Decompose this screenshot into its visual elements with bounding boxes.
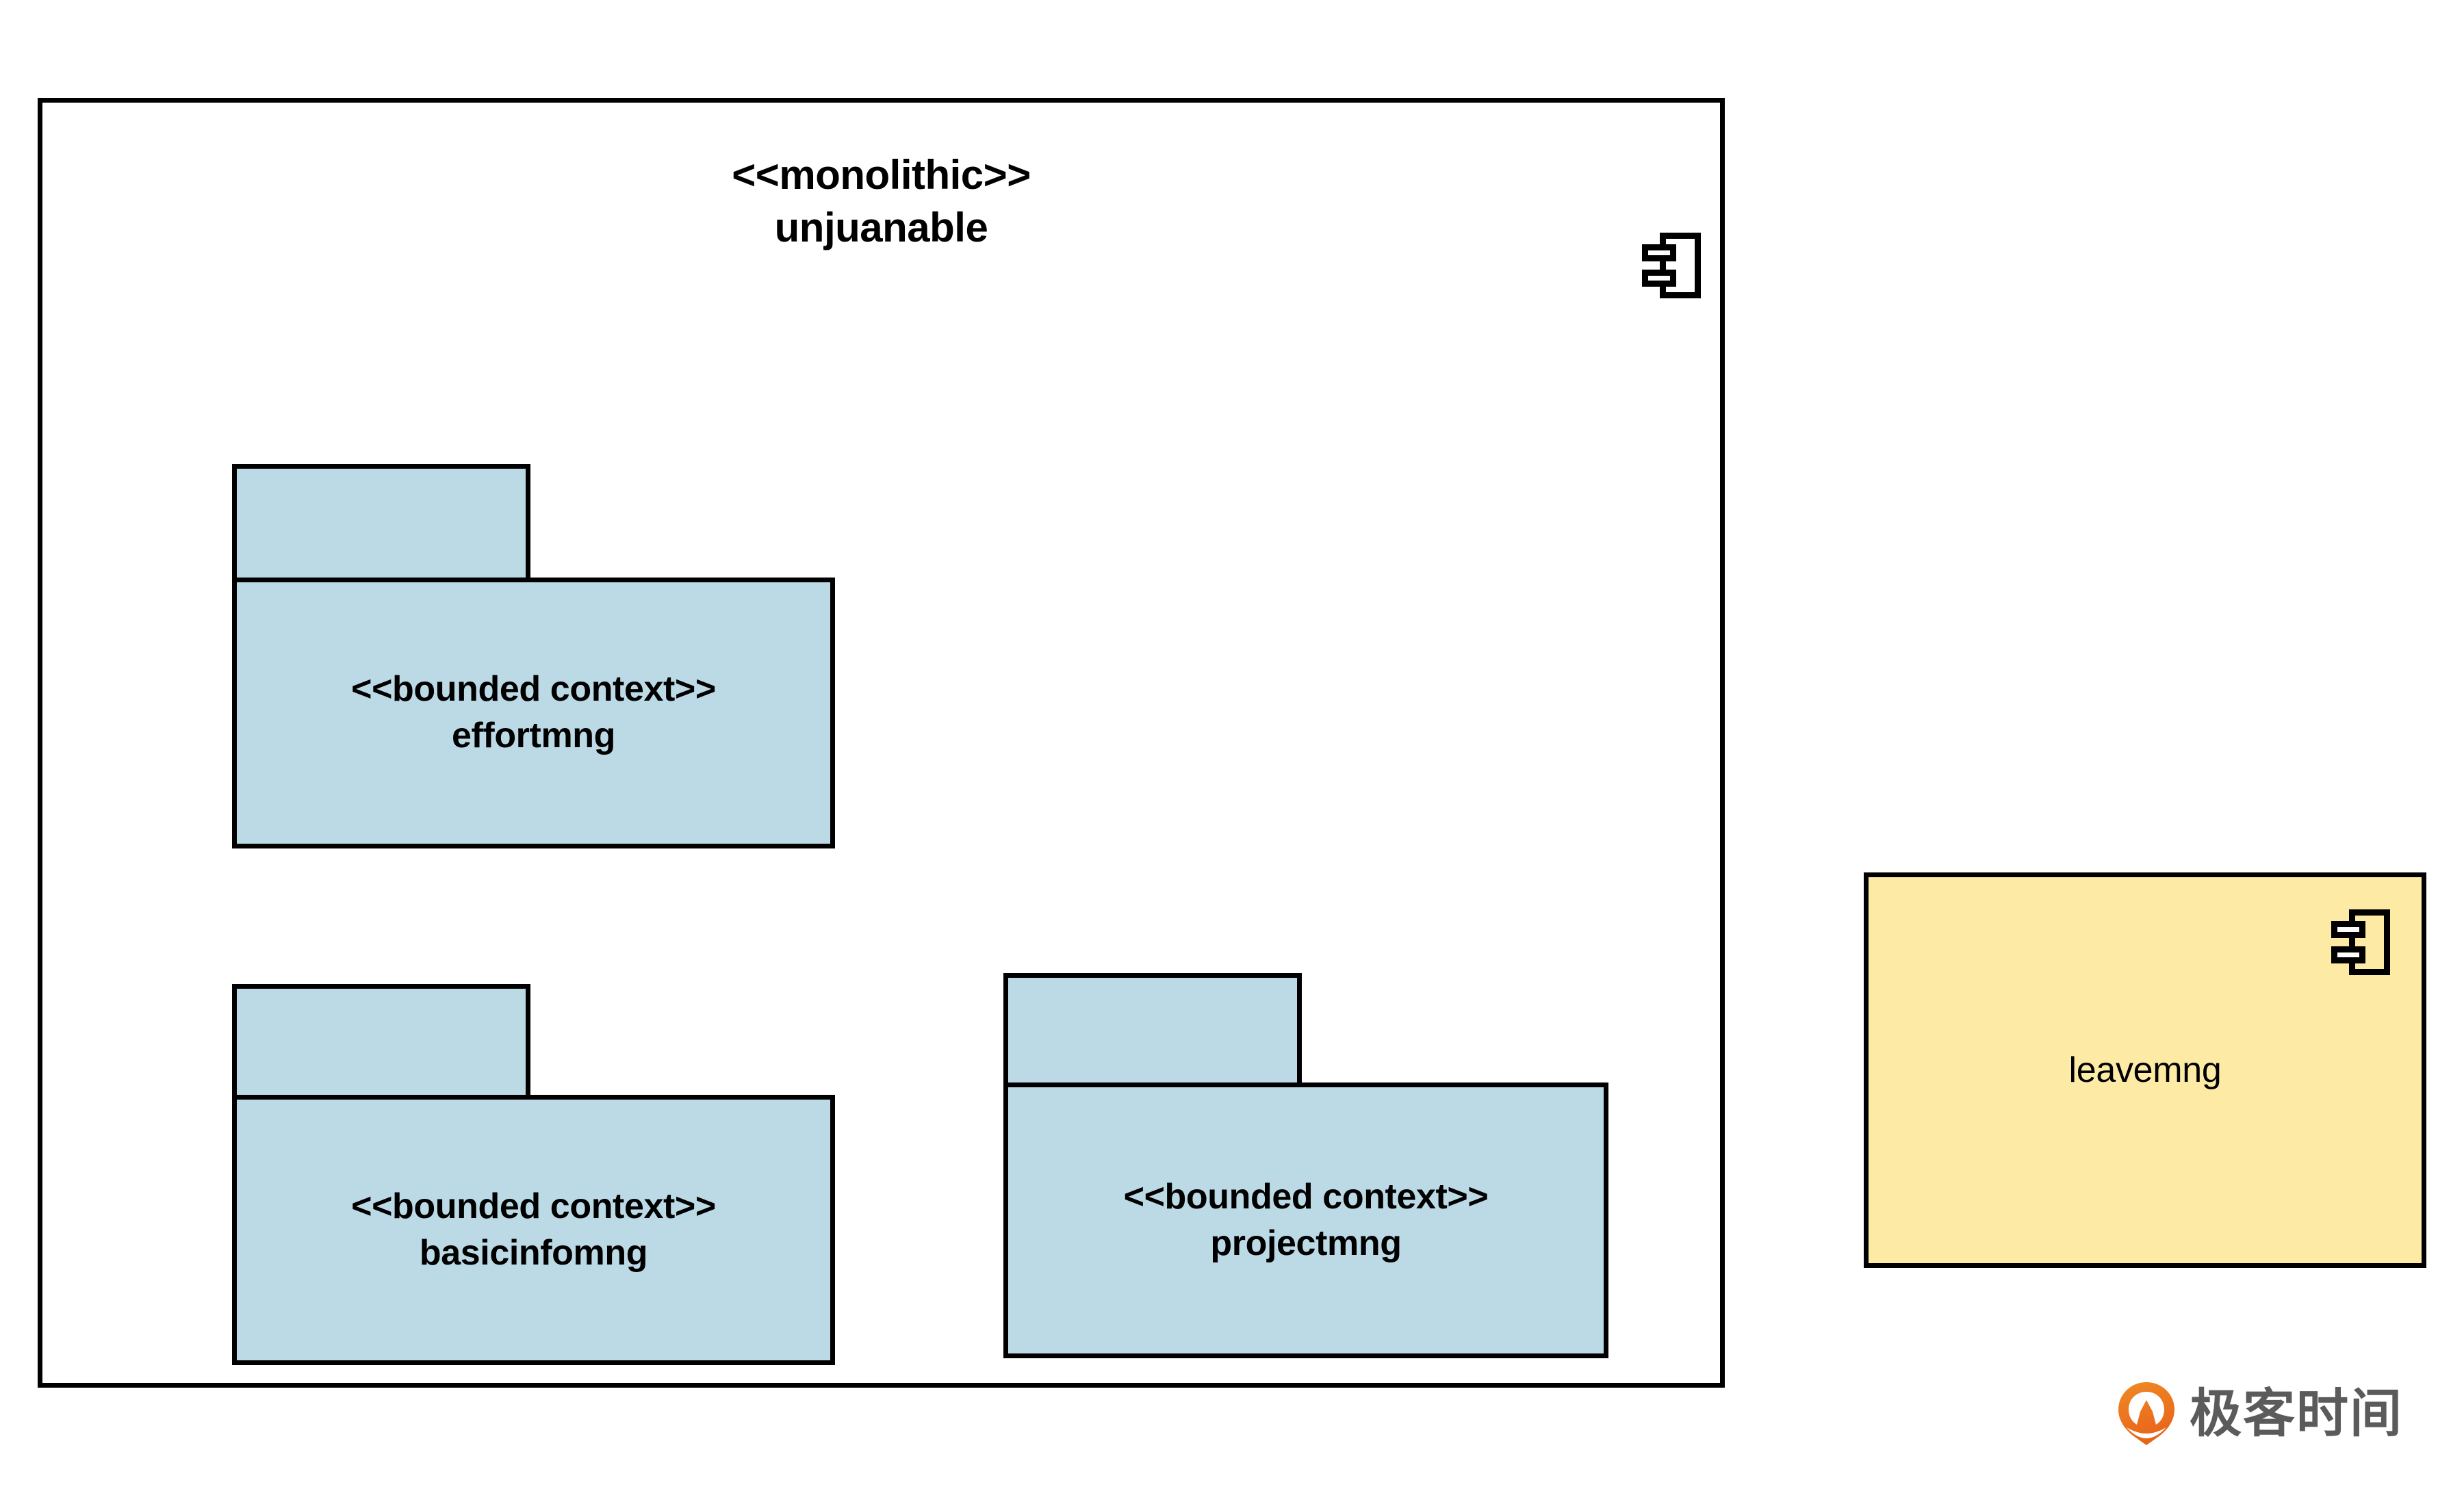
component-icon-body <box>2349 909 2390 975</box>
leavemng-name: leavemng <box>2068 1050 2222 1090</box>
leavemng-component-box[interactable]: leavemng <box>1864 872 2426 1268</box>
package-stereotype: <<bounded context>> <box>351 669 716 710</box>
monolithic-name: unjuanable <box>774 204 988 250</box>
package-label: <<bounded context>> effortmng <box>342 666 726 759</box>
package-body: <<bounded context>> basicinfomng <box>232 1095 835 1365</box>
component-icon <box>1642 233 1701 298</box>
package-name: effortmng <box>451 716 616 755</box>
package-stereotype: <<bounded context>> <box>1123 1176 1489 1217</box>
package-effortmng[interactable]: <<bounded context>> effortmng <box>232 464 835 848</box>
package-body: <<bounded context>> effortmng <box>232 578 835 848</box>
component-icon-tab-bottom <box>2331 946 2365 963</box>
watermark-text: 极客时间 <box>2190 1383 2403 1444</box>
package-basicinfomng[interactable]: <<bounded context>> basicinfomng <box>232 984 835 1365</box>
component-icon-body <box>1660 233 1701 298</box>
package-label: <<bounded context>> basicinfomng <box>342 1184 726 1276</box>
package-name: basicinfomng <box>419 1232 648 1273</box>
component-icon <box>2331 909 2390 975</box>
component-icon-tab-top <box>1642 244 1676 261</box>
geektime-pin-logo-icon <box>2118 1382 2174 1445</box>
package-tab <box>232 984 530 1100</box>
watermark: 极客时间 <box>2117 1381 2403 1447</box>
package-label: <<bounded context>> projectmng <box>1114 1174 1498 1267</box>
monolithic-title: <<monolithic>> unjuanable <box>42 149 1720 255</box>
package-tab <box>1003 973 1302 1087</box>
monolithic-component-box[interactable]: <<monolithic>> unjuanable <<bounded cont… <box>38 98 1725 1388</box>
component-icon-tab-top <box>2331 921 2365 938</box>
package-projectmng[interactable]: <<bounded context>> projectmng <box>1003 973 1608 1358</box>
package-body: <<bounded context>> projectmng <box>1003 1082 1608 1358</box>
monolithic-stereotype: <<monolithic>> <box>732 152 1031 198</box>
package-tab <box>232 464 530 582</box>
package-stereotype: <<bounded context>> <box>351 1186 716 1226</box>
package-name: projectmng <box>1210 1223 1402 1263</box>
component-icon-tab-bottom <box>1642 270 1676 287</box>
